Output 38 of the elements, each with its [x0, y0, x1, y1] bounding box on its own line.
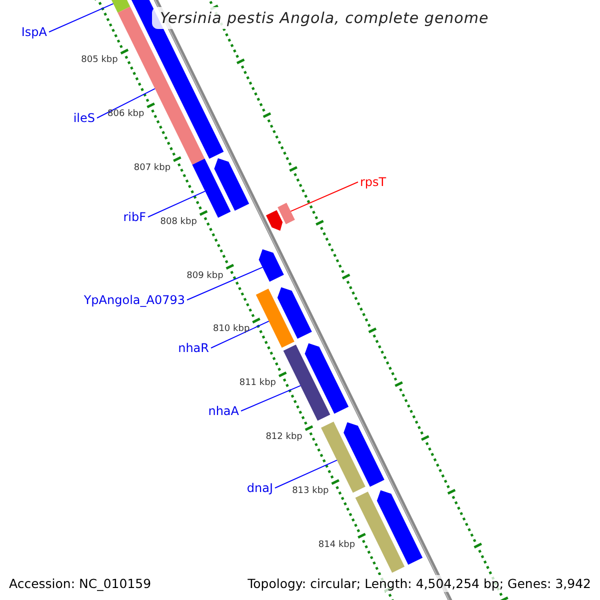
leader-line	[96, 88, 156, 118]
gene-label: rpsT	[360, 174, 386, 190]
tick-label: 810 kbp	[212, 324, 250, 336]
tick-label: 814 kbp	[318, 540, 356, 550]
leader-line	[210, 320, 270, 348]
gene-bar	[278, 202, 295, 224]
tick-label: 813 kbp	[292, 486, 329, 497]
tick-label: 812 kbp	[266, 432, 302, 443]
leader-line	[148, 190, 206, 218]
gene-bar	[376, 490, 423, 565]
gene-label: nhaA	[208, 404, 239, 418]
leader-line	[274, 460, 338, 488]
gene-bar	[256, 288, 294, 348]
leader-line	[290, 182, 358, 212]
leader-line	[240, 385, 301, 412]
leader-line	[48, 3, 114, 32]
gene-label: ribF	[123, 210, 146, 224]
gene-bar	[355, 492, 405, 573]
gene-label: IspA	[21, 24, 47, 40]
gene-label: nhaR	[178, 340, 209, 356]
tick-label: 807 kbp	[134, 162, 171, 174]
gene-label: dnaJ	[246, 480, 273, 496]
gene-label: ileS	[73, 110, 95, 126]
gene-bar	[214, 158, 250, 211]
tick-label: 811 kbp	[239, 378, 276, 389]
tick-label: 809 kbp	[186, 270, 224, 282]
gene-bar	[304, 343, 349, 414]
gene-label: YpAngola_A0793	[84, 292, 185, 308]
gene-bar	[283, 344, 330, 421]
gene-bar	[258, 249, 284, 282]
tick-label: 805 kbp	[81, 55, 118, 66]
tick-label: 806 kbp	[108, 109, 144, 120]
gene-bar	[266, 210, 283, 231]
leader-line	[186, 266, 263, 300]
tick-label: 808 kbp	[160, 216, 197, 228]
gene-bar	[192, 158, 231, 218]
gene-bar	[344, 422, 384, 487]
gene-bar	[277, 287, 312, 339]
